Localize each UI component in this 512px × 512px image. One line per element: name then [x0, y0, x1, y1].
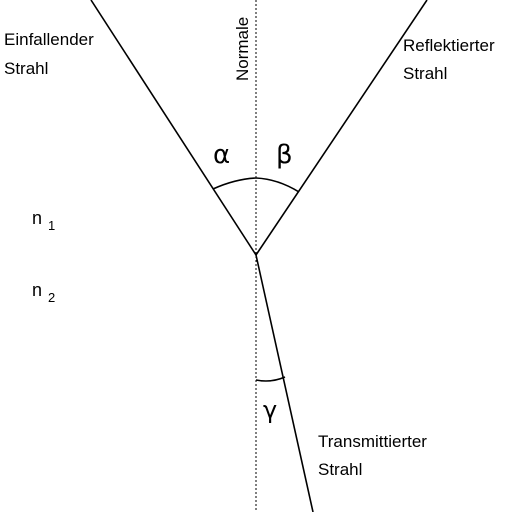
- medium1-label: n 1: [32, 208, 55, 233]
- angle-label-beta: β: [276, 140, 293, 170]
- angle-arc-beta: [255, 177, 300, 193]
- angle-arc-alpha: [212, 177, 257, 190]
- medium2-label: n 2: [32, 280, 55, 305]
- transmitted-label-line1: Transmittierter: [318, 432, 427, 451]
- transmitted-ray: [255, 254, 314, 512]
- incident-ray: [90, 0, 257, 256]
- reflected-label-line2: Strahl: [403, 64, 447, 83]
- transmitted-label-line2: Strahl: [318, 460, 362, 479]
- medium2-subscript: 2: [48, 290, 55, 305]
- angle-arc-gamma: [255, 376, 286, 382]
- medium2-symbol: n: [32, 280, 42, 300]
- normal-label: Normale: [233, 17, 252, 81]
- reflected-label: Reflektierter Strahl: [403, 36, 499, 83]
- angle-label-gamma: γ: [263, 396, 277, 424]
- transmitted-label: Transmittierter Strahl: [318, 432, 432, 479]
- reflected-ray: [255, 0, 428, 256]
- incident-label-line1: Einfallender: [4, 30, 94, 49]
- medium1-symbol: n: [32, 208, 42, 228]
- incident-label-line2: Strahl: [4, 59, 48, 78]
- reflected-label-line1: Reflektierter: [403, 36, 495, 55]
- incident-label: Einfallender Strahl: [4, 30, 99, 78]
- angle-label-alpha: α: [213, 140, 230, 170]
- medium1-subscript: 1: [48, 218, 55, 233]
